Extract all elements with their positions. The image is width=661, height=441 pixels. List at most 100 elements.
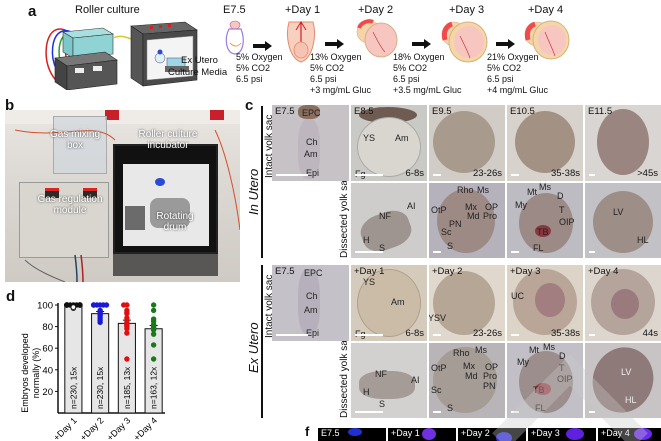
- stage-label-day3: +Day 3: [449, 4, 485, 16]
- data-point: [150, 307, 157, 314]
- photo-in-utero-dissected-e11-5: LV HL: [585, 183, 661, 258]
- y-tick-label: 100: [37, 301, 53, 312]
- arrow-icon: [412, 36, 432, 54]
- row-label-dissected-in-utero: Dissected yolk sac: [339, 175, 350, 258]
- photo-ex-utero-dissected-day4: LV HL: [585, 343, 661, 418]
- photo-in-utero-dissected-e9-5: Rho Ms OtP Mx OP Md Pro PN Sc S: [429, 183, 505, 258]
- photo-in-utero-e9-5: E9.5 23-26s: [429, 105, 505, 181]
- embryo-day3-schematic: [441, 21, 488, 63]
- y-tick-label: 40: [42, 365, 53, 376]
- day2-pressure: 6.5 psi: [393, 74, 420, 84]
- roller-culture-schematic: [45, 21, 198, 90]
- data-point: [124, 330, 130, 336]
- photo-in-utero-e8-5: E8.5 YS Am Fg 6-8s: [351, 105, 427, 181]
- initial-co2: 5% CO2: [236, 63, 271, 73]
- normal-development-chart: Embryos developed normally (%) 20 40 60 80 1…: [20, 301, 165, 441]
- ex-utero-label: Ex Utero: [246, 322, 261, 373]
- incubator-label: Roller culture incubator: [138, 129, 198, 151]
- data-point: [120, 302, 127, 308]
- data-point: [64, 302, 70, 308]
- stage-label-day1: +Day 1: [285, 4, 321, 16]
- embryo-day2-schematic: [356, 19, 398, 58]
- ylabel-line-2: normally (%): [31, 348, 41, 399]
- bar-label: n=230, 15x: [68, 366, 78, 409]
- photo-in-utero-e11-5: E11.5 >45s: [585, 105, 661, 181]
- ylabel-line-1: Embryos developed: [20, 333, 30, 413]
- embryo-day1-schematic: [287, 21, 315, 63]
- photo-ex-utero-e7-5: E7.5 EPC Ch Am Epi: [272, 265, 349, 341]
- x-tick-label: +Day 1: [51, 415, 78, 441]
- gas-regulation-label: Gas regulation module: [37, 194, 103, 216]
- f-panel-day2: +Day 2: [458, 428, 526, 441]
- gas-mixing-box-label: Gas mixing box: [49, 129, 100, 151]
- panel-b-letter: b: [5, 97, 15, 114]
- f-panel-day3: +Day 3: [528, 428, 596, 441]
- photo-ex-utero-dissected-day1: NF AI H S: [351, 343, 427, 418]
- day2-co2: 5% CO2: [393, 63, 428, 73]
- day1-pressure: 6.5 psi: [310, 74, 337, 84]
- y-tick-label: 80: [42, 322, 53, 333]
- panel-c-letter: c: [245, 97, 254, 114]
- data-point: [150, 342, 157, 348]
- photo-in-utero-dissected-e8-5: NF AI H S: [351, 183, 427, 258]
- stage-label-day4: +Day 4: [528, 4, 564, 16]
- x-tick-label: +Day 4: [132, 415, 159, 441]
- in-utero-bracket: [261, 106, 263, 258]
- embryo-day4-schematic: [524, 20, 570, 60]
- data-point: [124, 310, 130, 317]
- day3-glucose: +4 mg/mL Gluc: [487, 85, 548, 95]
- initial-pressure: 6.5 psi: [236, 74, 263, 84]
- photo-ex-utero-dissected-day2: Rho Ms OtP Mx OP Md Pro PN Sc S: [429, 343, 505, 418]
- data-point: [97, 319, 103, 325]
- roller-culture-title: Roller culture: [75, 4, 140, 16]
- data-point: [103, 302, 110, 308]
- day3-pressure: 6.5 psi: [487, 74, 514, 84]
- photo-in-utero-dissected-e10-5: Ms Mt D My T OIP TB FL: [507, 183, 583, 258]
- day3-oxygen: 21% Oxygen: [487, 52, 539, 62]
- arrow-icon: [325, 36, 345, 54]
- ex-utero-bracket: [261, 265, 263, 418]
- data-point: [77, 302, 83, 308]
- panel-a-letter: a: [28, 3, 37, 20]
- photo-ex-utero-day4: +Day 4 44s: [585, 265, 661, 341]
- y-tick-label: 20: [42, 387, 53, 398]
- f-panel-day1: +Day 1: [388, 428, 456, 441]
- data-point: [90, 302, 97, 308]
- f-panel-e7-5: E7.5: [318, 428, 386, 441]
- bar-label: n=230, 15x: [95, 366, 105, 409]
- data-point: [150, 302, 157, 308]
- data-point: [150, 356, 157, 362]
- stage-label-e7-5: E7.5: [223, 4, 246, 16]
- photo-in-utero-e7-5: E7.5 EPC Ch Am Epi: [272, 105, 349, 181]
- day1-glucose: +3 mg/mL Gluc: [310, 85, 371, 95]
- embryo-e7-5-schematic: [225, 20, 244, 55]
- photo-ex-utero-dissected-day3: Mt Ms D My T OIP TB FL: [507, 343, 583, 418]
- bar-label: n=163, 12x: [149, 366, 159, 409]
- in-utero-label: In Utero: [246, 168, 261, 215]
- lab-setup-photo: Gas mixing box Roller culture incubator …: [5, 110, 240, 282]
- photo-in-utero-e10-5: E10.5 35-38s: [507, 105, 583, 181]
- day1-oxygen: 13% Oxygen: [310, 52, 362, 62]
- panel-f-letter: f: [305, 424, 310, 439]
- row-label-dissected-ex-utero: Dissected yolk sac: [339, 335, 350, 418]
- data-point: [150, 331, 157, 337]
- data-point: [70, 304, 77, 310]
- day3-co2: 5% CO2: [487, 63, 522, 73]
- day2-glucose: +3.5 mg/mL Gluc: [393, 85, 462, 95]
- y-tick-label: 60: [42, 344, 53, 355]
- initial-oxygen: 5% Oxygen: [236, 52, 283, 62]
- rotating-drum-label: Rotating drum: [156, 211, 194, 233]
- data-point: [124, 356, 130, 362]
- day1-co2: 5% CO2: [310, 63, 345, 73]
- media-label-2: Culture Media: [168, 67, 228, 78]
- media-label-1: Ex Utero: [181, 55, 218, 66]
- data-point: [150, 327, 157, 333]
- chart-ylabel: Embryos developed normally (%): [20, 333, 41, 413]
- f-panel-day4: +Day 4: [598, 428, 661, 441]
- panel-d-letter: d: [6, 288, 16, 305]
- arrow-icon: [496, 36, 516, 54]
- photo-ex-utero-day2: +Day 2 YSV 23-26s: [429, 265, 505, 341]
- photo-ex-utero-day3: +Day 3 UC 35-38s: [507, 265, 583, 341]
- data-point: [124, 315, 130, 321]
- bar-label: n=185, 13x: [122, 366, 132, 409]
